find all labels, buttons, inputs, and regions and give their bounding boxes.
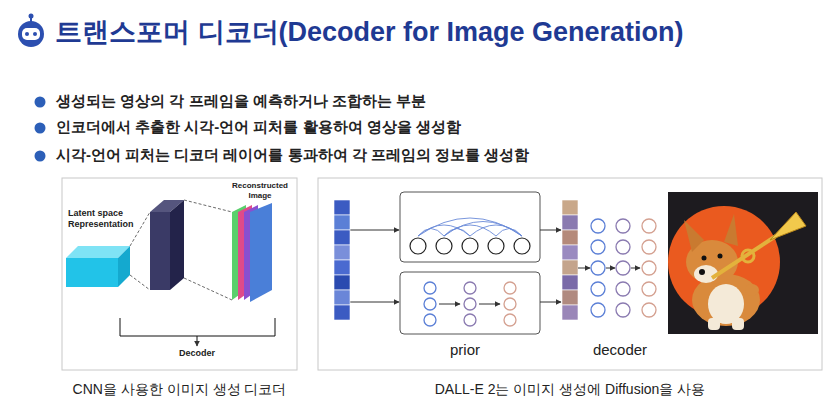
cnn-decoder-drawing bbox=[66, 200, 275, 346]
figure-panel: Latent space Representation Reconstructed… bbox=[62, 178, 297, 370]
decoder-label: decoder bbox=[580, 341, 660, 359]
caption: DALL-E 2는 이미지 생성에 Diffusion을 사용 bbox=[350, 381, 790, 398]
bullet-text: 인코더에서 추출한 시각-언어 피처를 활용하여 영상을 생성함 bbox=[56, 118, 461, 137]
bullet-text: 시각-언어 피처는 디코더 레이어를 통과하여 각 프레임의 정보를 생성함 bbox=[56, 146, 529, 165]
panel-frame bbox=[62, 178, 297, 370]
corgi-picture bbox=[668, 192, 818, 334]
figure-panel: priordecoderDALL-E 2는 이미지 생성에 Diffusion을… bbox=[318, 178, 822, 370]
output-label: Reconstructed Image bbox=[224, 181, 296, 200]
latent-label: Latent space Representation bbox=[68, 208, 148, 230]
caption: CNN을 사용한 이미지 생성 디코더 bbox=[32, 381, 327, 398]
slide-title: 트랜스포머 디코더(Decoder for Image Generation) bbox=[55, 14, 684, 50]
prior-label: prior bbox=[425, 341, 505, 359]
dalle2-drawing bbox=[334, 192, 656, 334]
decoder-label: Decoder bbox=[162, 348, 232, 359]
robot-icon bbox=[18, 14, 44, 48]
panel-frame bbox=[318, 178, 822, 370]
bullet-dots bbox=[35, 97, 46, 162]
bullet-text: 생성되는 영상의 각 프레임을 예측하거나 조합하는 부분 bbox=[56, 92, 426, 111]
